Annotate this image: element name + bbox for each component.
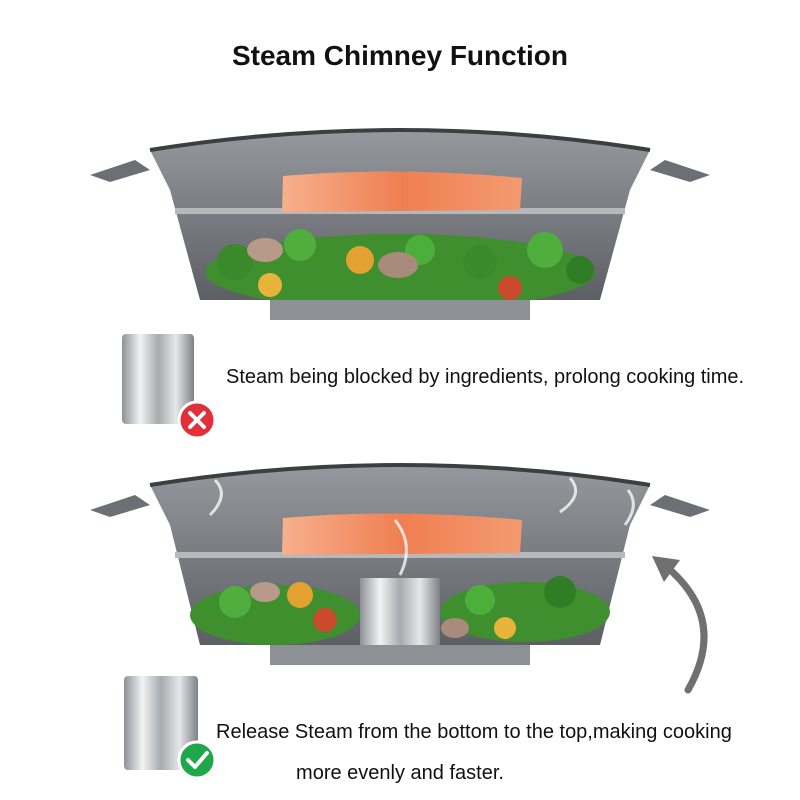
chimney-tube-icon (122, 334, 194, 424)
caption-release-line1: Release Steam from the bottom to the top… (216, 721, 732, 743)
caption-blocked: Steam being blocked by ingredients, prol… (226, 366, 745, 388)
steam-flow-arrow-icon (652, 556, 708, 694)
salmon-fillet (282, 171, 522, 212)
right-handle (650, 495, 710, 517)
page-title: Steam Chimney Function (231, 40, 569, 71)
chimney-tube-icon (124, 676, 198, 770)
vegetables (190, 576, 610, 645)
x-mark-icon (177, 400, 217, 440)
pot-base (270, 645, 530, 665)
pot-rim (149, 128, 651, 152)
pot-base (270, 300, 530, 320)
steamer-pot-blocked (90, 128, 710, 320)
pot-rim (149, 463, 651, 487)
vegetables (205, 229, 595, 310)
upper-tray (175, 552, 625, 558)
left-handle (90, 495, 150, 517)
check-mark-icon (177, 740, 217, 780)
right-handle (650, 160, 710, 182)
steam-wisps (208, 477, 635, 576)
left-handle (90, 160, 150, 182)
caption-release-line2: more evenly and faster. (296, 762, 504, 784)
steamer-pot-with-chimney (90, 463, 710, 665)
steam-chimney (360, 578, 440, 650)
